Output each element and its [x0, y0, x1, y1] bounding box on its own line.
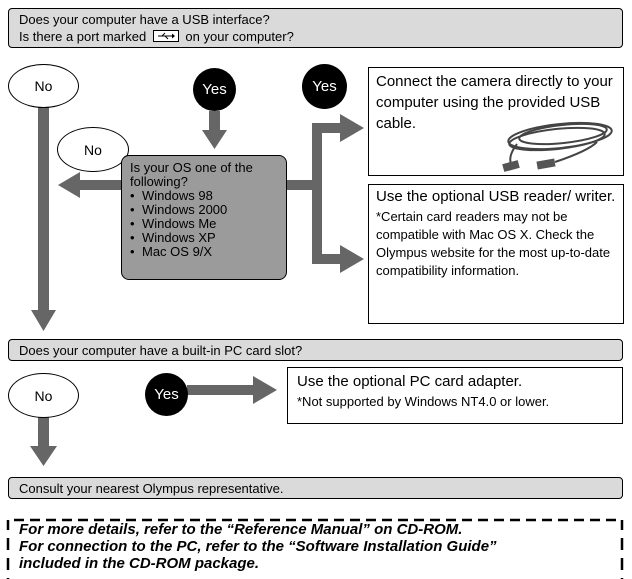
arrow-no-to-pccard-shaft [38, 97, 49, 311]
answer-yes-usb-right: Yes [302, 64, 347, 109]
footer-note-line3: included in the CD-ROM package. [19, 555, 260, 572]
arrow-no-to-consult-head [30, 446, 57, 466]
arrow-to-connect-head [340, 114, 364, 142]
footer-dashed-frame [6, 518, 624, 579]
arrow-no-to-pccard-head [31, 310, 56, 331]
os-list-item: Windows Me [130, 217, 278, 232]
question-usb-line1: Does your computer have a USB interface? [19, 12, 270, 27]
footer-note-line2: For connection to the PC, refer to the “… [19, 538, 497, 555]
answer-no-os: No [57, 127, 129, 172]
question-usb: Does your computer have a USB interface?… [8, 8, 623, 48]
pc-card-adapter-title: Use the optional PC card adapter. [297, 373, 523, 390]
usb-reader-note: *Certain card readers may not be compati… [376, 209, 611, 278]
connect-directly-box: Connect the camera directly to your comp… [368, 67, 624, 176]
os-question-box: Is your OS one of the following? Windows… [121, 155, 287, 280]
answer-no-usb: No [8, 64, 79, 108]
usb-cable-icon [502, 121, 613, 172]
connect-directly-text: Connect the camera directly to your comp… [376, 73, 613, 132]
arrow-to-reader-head [340, 245, 364, 273]
usb-reader-box: Use the optional USB reader/ writer. *Ce… [368, 184, 624, 324]
answer-yes-usb: Yes [193, 68, 236, 111]
arrow-os-no-head [58, 172, 80, 198]
footer-note-line1: For more details, refer to the “Referenc… [19, 521, 463, 538]
os-question-text: Is your OS one of the following? [130, 160, 253, 189]
footer-note: For more details, refer to the “Referenc… [19, 521, 619, 572]
usb-port-icon [152, 30, 179, 42]
os-list-item: Mac OS 9/X [130, 245, 278, 260]
answer-no-pc-card: No [8, 373, 79, 418]
consult-representative: Consult your nearest Olympus representat… [8, 477, 623, 499]
question-usb-line2: Is there a port marked on your computer? [19, 29, 294, 44]
os-list-item: Windows 2000 [130, 203, 278, 218]
os-list: Windows 98 Windows 2000 Windows Me Windo… [130, 189, 278, 260]
os-list-item: Windows 98 [130, 189, 278, 204]
usb-reader-title: Use the optional USB reader/ writer. [376, 188, 616, 205]
arrow-yes-to-pccard-head [253, 376, 277, 404]
pc-card-adapter-note: *Not supported by Windows NT4.0 or lower… [297, 394, 550, 409]
pc-card-adapter-box: Use the optional PC card adapter. *Not s… [287, 367, 623, 424]
question-pc-card-slot: Does your computer have a built-in PC ca… [8, 339, 623, 361]
os-list-item: Windows XP [130, 231, 278, 246]
arrow-yes-to-os-head [202, 130, 227, 149]
answer-yes-pc-card: Yes [145, 373, 188, 416]
